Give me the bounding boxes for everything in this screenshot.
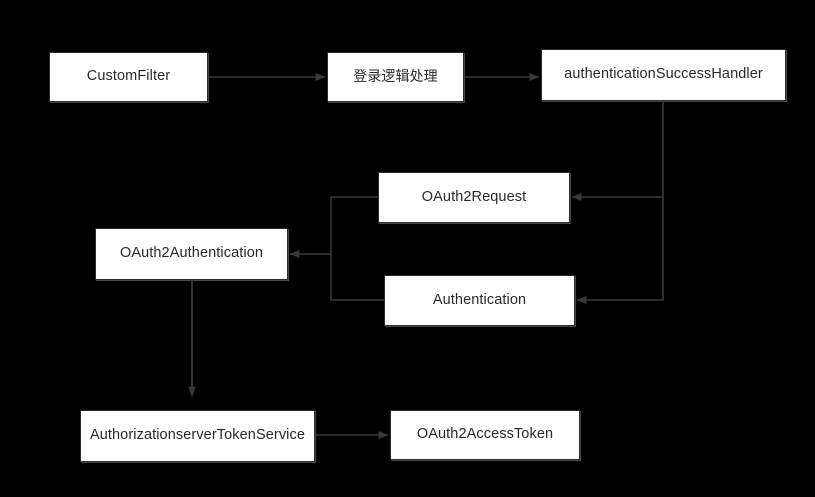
node-login-logic[interactable]: 登录逻辑处理	[327, 52, 464, 102]
edge-oauth2request-to-oauth2auth	[289, 196, 378, 258]
edge-authentication-to-oauth2auth	[330, 254, 384, 301]
node-label-authentication: Authentication	[432, 291, 527, 308]
node-authentication[interactable]: Authentication	[384, 275, 575, 326]
node-oauth2-access-token[interactable]: OAuth2AccessToken	[390, 410, 580, 460]
node-oauth2-request[interactable]: OAuth2Request	[378, 172, 570, 223]
node-label-oauth2-authentication: OAuth2Authentication	[119, 245, 264, 262]
edge-successhandler-to-authentication	[576, 197, 664, 304]
node-label-authorization-server-token-service: AuthorizationserverTokenService	[89, 427, 306, 444]
node-label-login-logic: 登录逻辑处理	[353, 68, 438, 85]
node-label-authentication-success-handler: authenticationSuccessHandler	[564, 66, 763, 83]
edge-successhandler-to-oauth2request	[571, 101, 664, 201]
node-label-oauth2-request: OAuth2Request	[421, 188, 527, 205]
node-label-custom-filter: CustomFilter	[86, 68, 171, 85]
node-oauth2-authentication[interactable]: OAuth2Authentication	[95, 228, 288, 280]
node-authorization-server-token-service[interactable]: AuthorizationserverTokenService	[80, 410, 315, 462]
node-authentication-success-handler[interactable]: authenticationSuccessHandler	[541, 49, 786, 101]
node-custom-filter[interactable]: CustomFilter	[49, 52, 208, 102]
node-label-oauth2-access-token: OAuth2AccessToken	[416, 426, 554, 443]
